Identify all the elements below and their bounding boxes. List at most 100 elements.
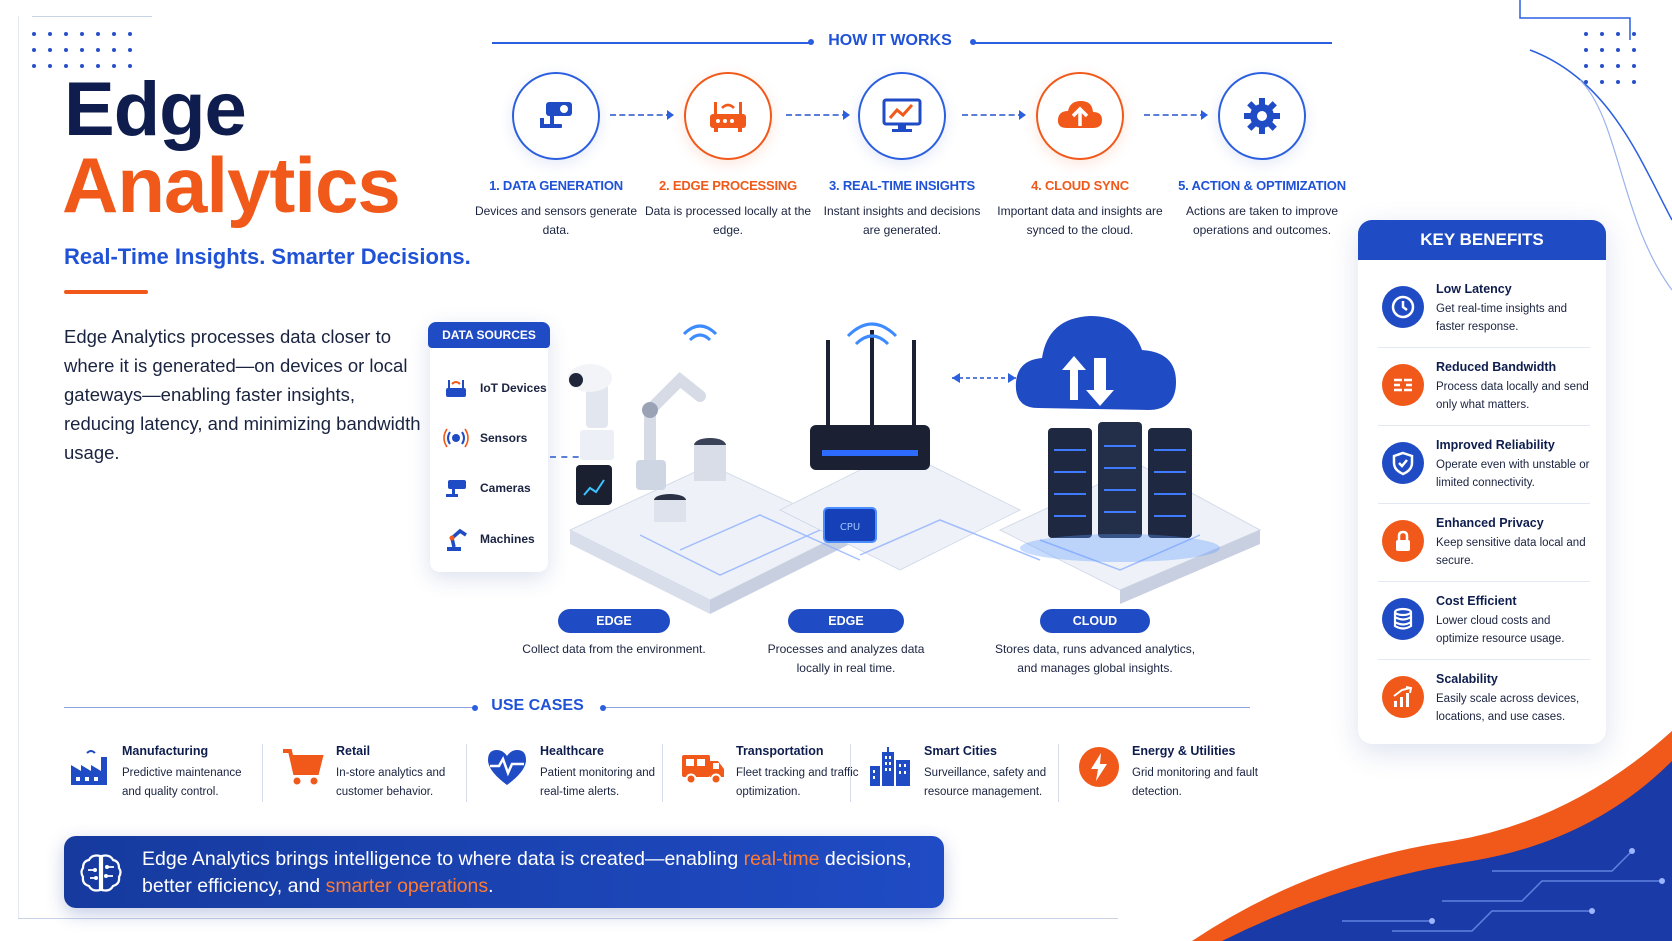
- camera-sensor-icon: [512, 72, 600, 160]
- use-case-title: Healthcare: [540, 744, 604, 758]
- factory-icon: [66, 744, 112, 790]
- truck-icon: [680, 744, 726, 790]
- edge-architecture-illustration: CPU: [568, 316, 1262, 614]
- step-desc: Devices and sensors generate data.: [474, 204, 638, 237]
- growth-chart-icon: [1382, 676, 1424, 718]
- use-case-healthcare: Healthcare Patient monitoring and real-t…: [484, 742, 670, 806]
- use-case-divider: [850, 744, 851, 802]
- how-it-works-line-left: [492, 39, 814, 45]
- step-arrow: [1144, 110, 1208, 120]
- step-desc: Actions are taken to improve operations …: [1185, 204, 1339, 237]
- benefit-low-latency: Low Latency Get real-time insights and f…: [1378, 278, 1590, 348]
- use-case-divider: [1058, 744, 1059, 802]
- use-case-energy-utilities: Energy & Utilities Grid monitoring and f…: [1076, 742, 1262, 806]
- edge-gateway-desc: Processes and analyzes data locally in r…: [767, 642, 925, 675]
- bandwidth-icon: [1382, 364, 1424, 406]
- decorative-wave: [1192, 731, 1672, 941]
- use-cases-line-left: [64, 704, 478, 711]
- banner-highlight-smarter: smarter operations: [325, 875, 489, 897]
- step-data-generation: 1. DATA GENERATION Devices and sensors g…: [468, 72, 644, 240]
- use-case-title: Transportation: [736, 744, 824, 758]
- step-real-time-insights: 3. REAL-TIME INSIGHTS Instant insights a…: [814, 72, 990, 240]
- how-it-works-title: HOW IT WORKS: [828, 32, 952, 49]
- step-title: 1. DATA GENERATION: [489, 178, 623, 193]
- data-source-label: IoT Devices: [480, 381, 547, 395]
- shield-icon: [1382, 442, 1424, 484]
- cloud-desc: Stores data, runs advanced analytics, an…: [994, 642, 1196, 675]
- benefit-cost-efficient: Cost Efficient Lower cloud costs and opt…: [1378, 590, 1590, 660]
- robot-arm-icon: [447, 528, 467, 551]
- lock-icon: [1382, 520, 1424, 562]
- step-arrow: [610, 110, 674, 120]
- data-sources-connector: [550, 456, 590, 458]
- svg-text:CPU: CPU: [840, 522, 860, 533]
- benefit-enhanced-privacy: Enhanced Privacy Keep sensitive data loc…: [1378, 512, 1590, 582]
- edge-gateway-label: EDGE GATEWAY: [788, 609, 904, 652]
- frame-bottom-line: [18, 918, 1118, 919]
- cloud-label: CLOUD: [1040, 609, 1150, 633]
- step-arrow: [962, 110, 1026, 120]
- frame-top-left-line: [32, 16, 152, 17]
- frame-left-line: [18, 16, 19, 918]
- title-analytics: Analytics: [62, 141, 401, 229]
- clock-icon: [1382, 286, 1424, 328]
- data-sources-card: [430, 322, 548, 572]
- brain-circuit-icon: [80, 854, 122, 892]
- benefit-title: Scalability: [1436, 672, 1498, 686]
- bottom-banner: [64, 836, 944, 908]
- benefit-title: Reduced Bandwidth: [1436, 360, 1557, 374]
- step-desc: Instant insights and decisions are gener…: [823, 204, 981, 237]
- data-source-cameras: Cameras: [442, 476, 531, 500]
- use-case-desc: Grid monitoring and fault detection.: [1132, 767, 1258, 798]
- step-edge-processing: 2. EDGE PROCESSING Data is processed loc…: [640, 72, 816, 240]
- benefit-desc: Process data locally and send only what …: [1436, 381, 1589, 411]
- edge-devices-label: EDGE DEVICES: [558, 609, 670, 652]
- step-action-optimization: 5. ACTION & OPTIMIZATION Actions are tak…: [1174, 72, 1350, 240]
- use-case-title: Smart Cities: [924, 744, 997, 758]
- lightning-icon: [1076, 744, 1122, 790]
- title-edge: Edge: [64, 67, 247, 152]
- use-case-desc: In-store analytics and customer behavior…: [336, 767, 446, 798]
- step-desc: Important data and insights are synced t…: [997, 204, 1163, 237]
- benefit-desc: Easily scale across devices, locations, …: [1436, 693, 1580, 723]
- step-cloud-sync: 4. CLOUD SYNC Important data and insight…: [992, 72, 1168, 240]
- use-case-transportation: Transportation Fleet tracking and traffi…: [680, 742, 866, 806]
- benefit-desc: Keep sensitive data local and secure.: [1436, 537, 1586, 567]
- benefit-reduced-bandwidth: Reduced Bandwidth Process data locally a…: [1378, 356, 1590, 426]
- benefit-desc: Operate even with unstable or limited co…: [1436, 459, 1590, 489]
- use-case-divider: [466, 744, 467, 802]
- use-case-desc: Fleet tracking and traffic optimization.: [736, 767, 859, 798]
- benefit-desc: Lower cloud costs and optimize resource …: [1436, 615, 1565, 645]
- key-benefits-title: KEY BENEFITS: [1358, 220, 1606, 260]
- data-source-label: Sensors: [480, 431, 528, 445]
- banner-text-part2: decisions, better efficiency, and: [142, 848, 912, 897]
- edge-devices-desc: Collect data from the environment.: [522, 642, 706, 656]
- data-source-label: Cameras: [480, 481, 531, 495]
- benefit-desc: Get real-time insights and faster respon…: [1436, 303, 1568, 333]
- benefit-title: Cost Efficient: [1436, 594, 1517, 608]
- benefit-scalability: Scalability Easily scale across devices,…: [1378, 668, 1590, 738]
- use-case-desc: Surveillance, safety and resource manage…: [924, 767, 1047, 798]
- use-case-manufacturing: Manufacturing Predictive maintenance and…: [66, 742, 252, 806]
- router-icon: [684, 72, 772, 160]
- use-case-title: Energy & Utilities: [1132, 744, 1236, 758]
- banner-text: Edge Analytics brings intelligence to wh…: [142, 846, 942, 900]
- use-case-title: Manufacturing: [122, 744, 209, 758]
- decorative-arcs: [1519, 0, 1672, 291]
- tagline: Real-Time Insights. Smarter Decisions.: [64, 244, 471, 269]
- step-title: 4. CLOUD SYNC: [1031, 178, 1129, 193]
- use-case-title: Retail: [336, 744, 371, 758]
- monitor-chart-icon: [858, 72, 946, 160]
- intro-paragraph: Edge Analytics processes data closer to …: [64, 326, 421, 463]
- step-desc: Data is processed locally at the edge.: [644, 204, 812, 237]
- benefit-title: Improved Reliability: [1436, 438, 1555, 452]
- cloud-upload-icon: [1036, 72, 1124, 160]
- data-source-iot: IoT Devices: [442, 376, 547, 400]
- use-case-retail: Retail In-store analytics and customer b…: [280, 742, 466, 806]
- heart-pulse-icon: [484, 744, 530, 790]
- benefit-improved-reliability: Improved Reliability Operate even with u…: [1378, 434, 1590, 504]
- use-cases-title: USE CASES: [491, 697, 584, 714]
- benefit-title: Enhanced Privacy: [1436, 516, 1544, 530]
- gear-icon: [1218, 72, 1306, 160]
- dot-grid-top-left: [32, 32, 132, 68]
